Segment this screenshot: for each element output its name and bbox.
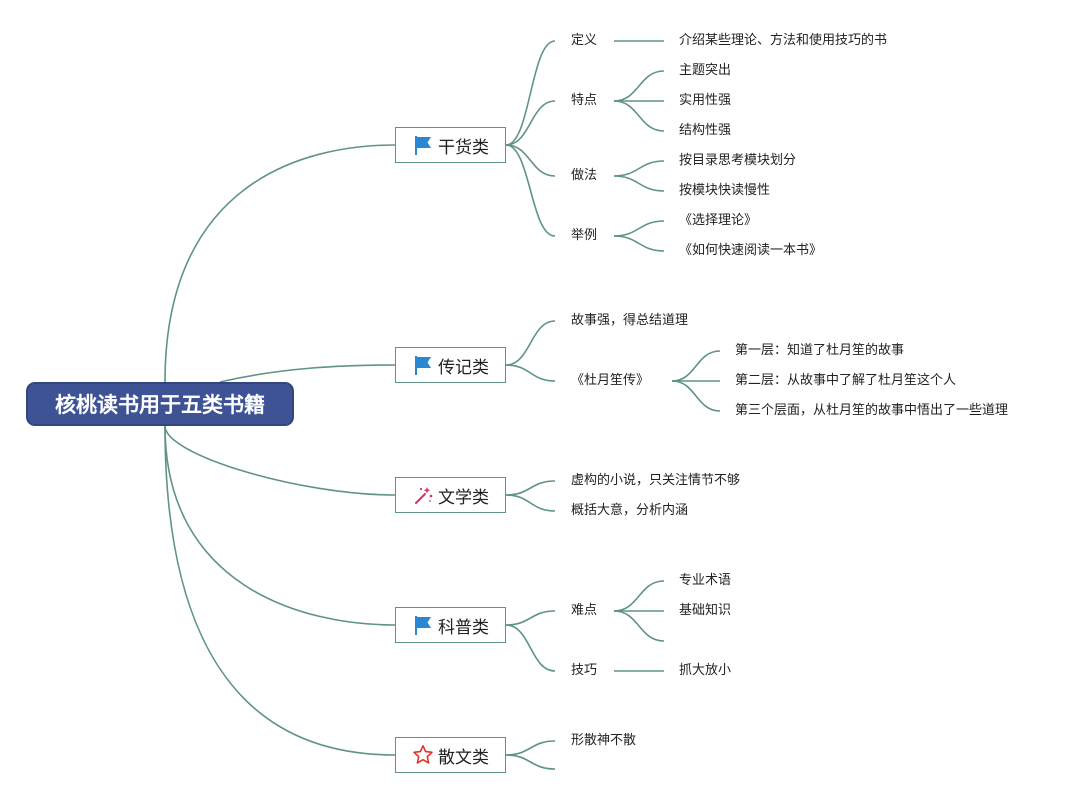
category-label: 文学类 xyxy=(438,487,489,508)
flag-icon xyxy=(412,134,434,156)
category-node[interactable]: 干货类 xyxy=(395,127,506,163)
flag-icon xyxy=(412,354,434,376)
star-icon xyxy=(412,744,434,766)
leaf-label[interactable]: 《选择理论》 xyxy=(679,213,758,228)
leaf-line xyxy=(613,235,665,252)
category-node[interactable]: 科普类 xyxy=(395,607,506,643)
topic-label[interactable]: 做法 xyxy=(571,168,598,183)
topic-label[interactable]: 形散神不散 xyxy=(571,733,637,748)
leaf-line xyxy=(613,70,665,102)
branch-line xyxy=(505,40,556,146)
category-label: 散文类 xyxy=(438,747,489,768)
trunk-line xyxy=(164,425,396,496)
branch-line xyxy=(505,144,556,177)
leaf-label[interactable]: 专业术语 xyxy=(679,573,732,588)
leaf-label[interactable]: 实用性强 xyxy=(679,93,732,108)
leaf-line xyxy=(613,580,665,612)
leaf-line xyxy=(613,175,665,192)
trunk-line xyxy=(219,364,396,383)
leaf-label[interactable]: 第一层：知道了杜月笙的故事 xyxy=(735,343,905,358)
topic-label[interactable]: 故事强，得总结道理 xyxy=(571,313,689,328)
root-node[interactable]: 核桃读书用于五类书籍 xyxy=(26,382,294,426)
leaf-label[interactable]: 介绍某些理论、方法和使用技巧的书 xyxy=(679,33,888,48)
leaf-line xyxy=(613,610,665,642)
leaf-label[interactable]: 第三个层面，从杜月笙的故事中悟出了一些道理 xyxy=(735,403,1009,418)
trunk-line xyxy=(164,425,396,626)
leaf-label[interactable]: 按模块快读慢性 xyxy=(679,183,771,198)
topic-label[interactable]: 概括大意，分析内涵 xyxy=(571,503,689,518)
leaf-label[interactable]: 基础知识 xyxy=(679,603,732,618)
category-node[interactable]: 传记类 xyxy=(395,347,506,383)
leaf-label[interactable]: 结构性强 xyxy=(679,123,732,138)
branch-line xyxy=(505,624,556,672)
topic-label[interactable]: 难点 xyxy=(571,603,598,618)
magic-wand-icon xyxy=(412,484,434,506)
category-node[interactable]: 散文类 xyxy=(395,737,506,773)
topic-label[interactable]: 定义 xyxy=(571,33,598,48)
topic-label[interactable]: 技巧 xyxy=(571,663,598,678)
branch-line xyxy=(505,364,556,382)
topic-label[interactable]: 虚构的小说，只关注情节不够 xyxy=(571,473,741,488)
category-label: 干货类 xyxy=(438,137,489,158)
branch-line xyxy=(505,740,556,756)
flag-icon xyxy=(412,614,434,636)
leaf-line xyxy=(671,380,721,412)
branch-line xyxy=(505,144,556,237)
leaf-line xyxy=(613,100,665,132)
branch-line xyxy=(505,610,556,626)
topic-label[interactable]: 特点 xyxy=(571,93,598,108)
category-label: 科普类 xyxy=(438,617,489,638)
category-label: 传记类 xyxy=(438,357,489,378)
branch-line xyxy=(505,494,556,512)
branch-line xyxy=(505,100,556,146)
leaf-line xyxy=(671,350,721,382)
leaf-label[interactable]: 按目录思考模块划分 xyxy=(679,153,797,168)
leaf-line xyxy=(613,220,665,237)
leaf-label[interactable]: 《如何快速阅读一本书》 xyxy=(679,243,823,258)
trunk-line xyxy=(164,144,396,383)
topic-label[interactable]: 举例 xyxy=(571,228,598,243)
branch-line xyxy=(505,480,556,496)
leaf-line xyxy=(613,160,665,177)
branch-line xyxy=(505,320,556,366)
leaf-label[interactable]: 第二层：从故事中了解了杜月笙这个人 xyxy=(735,373,957,388)
trunk-line xyxy=(164,425,396,756)
leaf-label[interactable]: 主题突出 xyxy=(679,63,732,78)
leaf-label[interactable]: 抓大放小 xyxy=(679,663,732,678)
topic-label[interactable]: 《杜月笙传》 xyxy=(571,373,650,388)
branch-line xyxy=(505,754,556,770)
category-node[interactable]: 文学类 xyxy=(395,477,506,513)
